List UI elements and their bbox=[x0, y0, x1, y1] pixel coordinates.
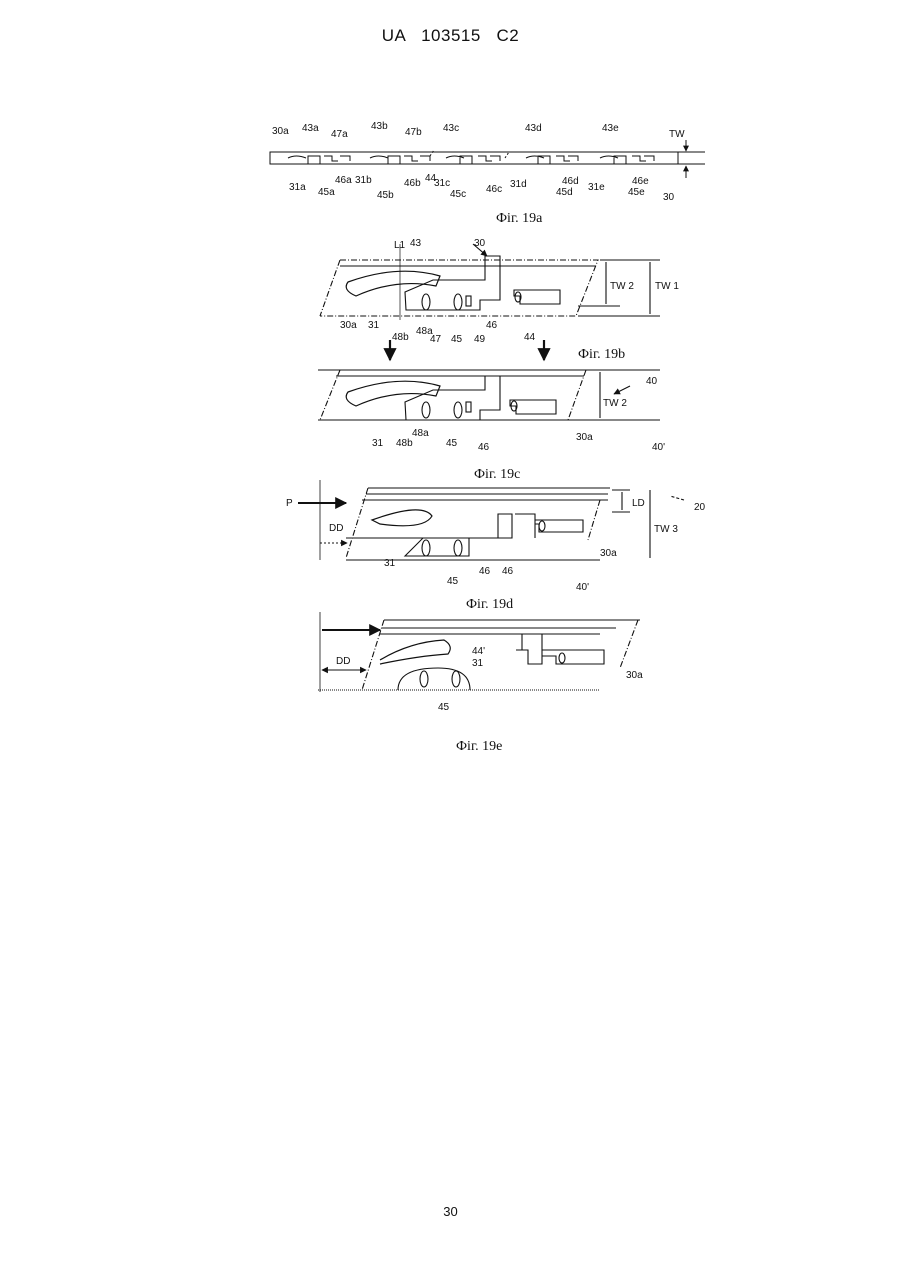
label: 45 bbox=[447, 576, 459, 587]
label: 46 bbox=[478, 442, 490, 453]
label: P bbox=[286, 498, 293, 509]
label: 45c bbox=[450, 189, 466, 200]
label: 45 bbox=[446, 438, 458, 449]
label: DD bbox=[336, 656, 350, 667]
lock-unit-d bbox=[526, 156, 578, 164]
page-number: 30 bbox=[0, 1204, 901, 1219]
press-arrows bbox=[390, 340, 544, 360]
label: 47b bbox=[405, 127, 422, 138]
label: 45 bbox=[438, 702, 450, 713]
label: 31 bbox=[372, 438, 384, 449]
lock-unit-e bbox=[600, 156, 654, 164]
label: 30a bbox=[340, 320, 357, 331]
label: 40 bbox=[646, 376, 658, 387]
label: 31 bbox=[368, 320, 380, 331]
figure-19b-labels: L1 43 30 TW 2 TW 1 30a 31 48b 48a 47 45 … bbox=[340, 238, 679, 345]
lock-unit-c bbox=[446, 156, 500, 164]
label: 44 bbox=[524, 332, 536, 343]
label: 45a bbox=[318, 187, 335, 198]
label: TW 3 bbox=[654, 524, 678, 535]
figure-19d bbox=[298, 480, 684, 560]
label: 48a bbox=[412, 428, 429, 439]
label: 46a bbox=[335, 175, 352, 186]
figure-19b bbox=[320, 244, 660, 320]
label: 43d bbox=[525, 123, 542, 134]
label: 43a bbox=[302, 123, 319, 134]
label: 31 bbox=[472, 658, 484, 669]
label: 43 bbox=[410, 238, 422, 249]
label: 47a bbox=[331, 129, 348, 140]
label: 31c bbox=[434, 178, 450, 189]
figure-19a-caption: Фіг. 19а bbox=[496, 211, 543, 226]
label: 30 bbox=[474, 238, 486, 249]
label: 46 bbox=[479, 566, 491, 577]
label: 45b bbox=[377, 190, 394, 201]
label: 45 bbox=[451, 334, 463, 345]
label: 30a bbox=[626, 670, 643, 681]
label: 31e bbox=[588, 182, 605, 193]
label: DD bbox=[329, 523, 343, 534]
label: TW 2 bbox=[610, 281, 634, 292]
label: 31b bbox=[355, 175, 372, 186]
label: 46 bbox=[486, 320, 498, 331]
figure-19e-caption: Фіг. 19е bbox=[456, 739, 502, 754]
label: 31 bbox=[384, 558, 396, 569]
label: 43c bbox=[443, 123, 459, 134]
figure-19a bbox=[270, 140, 705, 178]
lock-unit-a bbox=[288, 156, 350, 164]
label: 43e bbox=[602, 123, 619, 134]
label: 46 bbox=[502, 566, 514, 577]
label: 40' bbox=[576, 582, 589, 593]
figure-19d-labels: P LD 20 TW 3 DD 30a 31 45 46 46 40' bbox=[286, 498, 706, 593]
label: 47 bbox=[430, 334, 442, 345]
label: 31a bbox=[289, 182, 306, 193]
label: LD bbox=[632, 498, 645, 509]
label: TW 2 bbox=[603, 398, 627, 409]
label: 49 bbox=[474, 334, 486, 345]
label: TW bbox=[669, 129, 685, 140]
label: 44' bbox=[472, 646, 485, 657]
figure-19d-caption: Фіг. 19d bbox=[466, 597, 513, 612]
label: L1 bbox=[394, 240, 406, 251]
label: 46e bbox=[632, 176, 649, 187]
label: 30a bbox=[600, 548, 617, 559]
label: 48b bbox=[396, 438, 413, 449]
label: 30 bbox=[663, 192, 675, 203]
figure-19a-labels: 30a 43a 47a 43b 47b 43c 43d 43e TW 31a 4… bbox=[272, 121, 685, 203]
figure-19c bbox=[318, 370, 660, 420]
label: 20 bbox=[694, 502, 706, 513]
label: 31d bbox=[510, 179, 527, 190]
figure-19c-caption: Фіг. 19с bbox=[474, 467, 520, 482]
label: 43b bbox=[371, 121, 388, 132]
label: 45e bbox=[628, 187, 645, 198]
figure-19e-labels: DD 44' 31 30a 45 bbox=[336, 646, 643, 713]
label: 30a bbox=[272, 126, 289, 137]
label: TW 1 bbox=[655, 281, 679, 292]
label: 48b bbox=[392, 332, 409, 343]
label: 45d bbox=[556, 187, 573, 198]
label: 30a bbox=[576, 432, 593, 443]
figure-19b-caption: Фіг. 19b bbox=[578, 347, 625, 362]
label: 46b bbox=[404, 178, 421, 189]
label: 40' bbox=[652, 442, 665, 453]
label: 46d bbox=[562, 176, 579, 187]
lock-unit-b bbox=[370, 156, 430, 164]
label: 46c bbox=[486, 184, 502, 195]
